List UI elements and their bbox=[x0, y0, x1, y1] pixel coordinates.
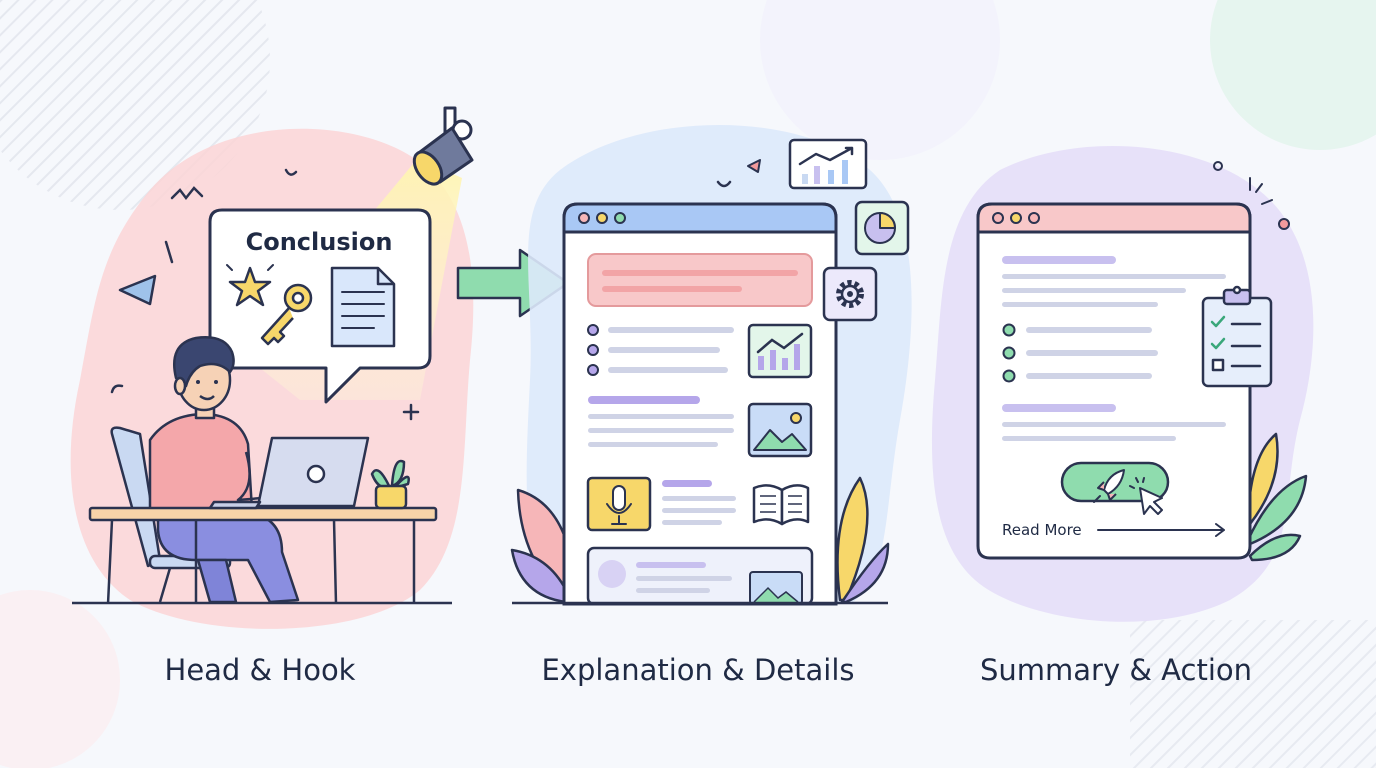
confetti bbox=[110, 168, 420, 421]
clipboard-checklist-icon bbox=[1201, 285, 1273, 388]
leaves-right bbox=[836, 476, 890, 604]
speech-bubble bbox=[208, 208, 432, 404]
speech-bubble-title: Conclusion bbox=[246, 228, 393, 256]
caption-summary-action: Summary & Action bbox=[979, 653, 1253, 687]
caption-head-hook: Head & Hook bbox=[164, 653, 356, 687]
panel-summary-action: Read More bbox=[931, 146, 1314, 622]
line-chart-icon bbox=[788, 138, 868, 190]
caption-explanation-details: Explanation & Details bbox=[541, 653, 855, 687]
cursor-icon bbox=[1129, 477, 1163, 515]
bar-chart-icon bbox=[747, 323, 813, 379]
panel-explanation-details bbox=[510, 125, 912, 606]
summary-bullet-list bbox=[1002, 323, 1158, 383]
action-button bbox=[1060, 461, 1170, 515]
confetti-3 bbox=[1213, 161, 1290, 230]
person-hair bbox=[173, 336, 235, 388]
summary-paragraph bbox=[1002, 404, 1226, 441]
star-icon bbox=[226, 264, 274, 307]
panel-head-hook: Conclusion bbox=[70, 106, 474, 629]
image-icon bbox=[747, 402, 813, 458]
spotlight-icon bbox=[412, 106, 474, 186]
read-more-arrow-icon bbox=[1097, 523, 1225, 537]
person bbox=[148, 336, 300, 604]
document-icon bbox=[330, 266, 396, 348]
triangle-shape bbox=[118, 274, 157, 306]
text-block bbox=[588, 396, 734, 447]
browser-title-bar bbox=[562, 202, 838, 234]
desk bbox=[88, 506, 438, 605]
gear-icon bbox=[822, 266, 878, 322]
summary-title-bar bbox=[976, 202, 1252, 234]
leaves-left bbox=[510, 488, 568, 604]
plant-icon bbox=[370, 459, 410, 510]
content-card bbox=[586, 546, 814, 606]
read-more-link[interactable]: Read More bbox=[1002, 521, 1082, 539]
book-icon bbox=[752, 484, 810, 526]
key-icon bbox=[260, 283, 313, 346]
laptop-icon bbox=[208, 436, 370, 510]
microphone-icon bbox=[586, 476, 652, 532]
bullet-list bbox=[587, 324, 734, 376]
leaves-right-3 bbox=[1246, 432, 1308, 562]
media-text-lines bbox=[662, 480, 736, 525]
summary-text-lines bbox=[1002, 256, 1226, 307]
rocket-icon bbox=[1093, 469, 1125, 503]
hero-banner bbox=[587, 253, 813, 307]
pie-chart-icon bbox=[854, 200, 910, 256]
confetti-2 bbox=[716, 159, 761, 188]
